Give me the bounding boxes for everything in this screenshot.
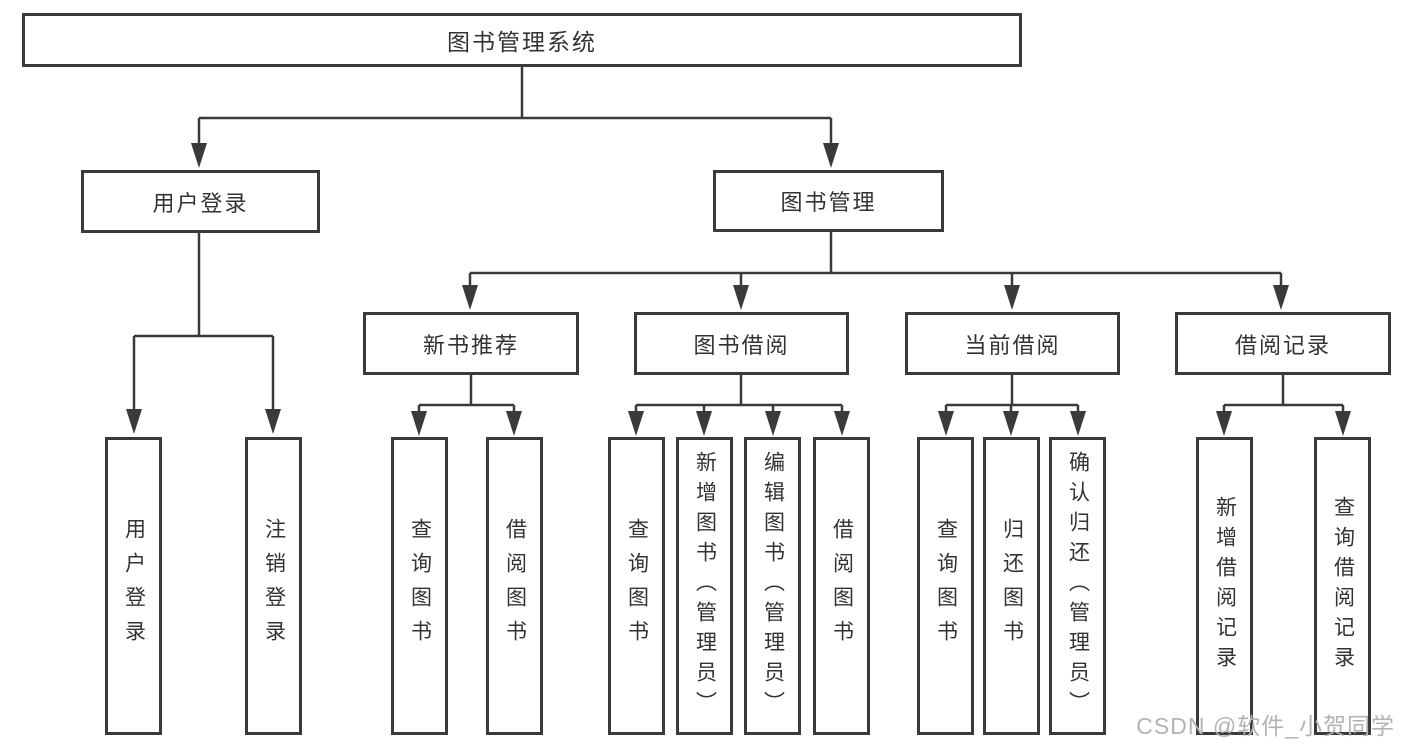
node-label: 归还图书	[1000, 518, 1024, 654]
node-label: 图书管理	[780, 190, 877, 215]
arrowhead	[126, 409, 142, 434]
arrowhead	[765, 411, 781, 436]
arrowhead	[1273, 285, 1289, 310]
arrowhead	[1070, 411, 1086, 436]
arrowhead	[1004, 285, 1020, 310]
node-label: 确认归还（管理员）	[1066, 451, 1090, 721]
node-label: 注销登录	[262, 518, 286, 654]
node-label: 查询借阅记录	[1331, 496, 1355, 676]
node-label: 编辑图书（管理员）	[761, 451, 785, 721]
node-label: 用户登录	[152, 190, 249, 216]
node-user-login: 用户登录	[81, 170, 320, 233]
arrowhead	[411, 411, 427, 436]
leaf-borrow-books-borrowing: 借阅图书	[813, 437, 870, 735]
node-label: 借阅记录	[1234, 332, 1331, 358]
node-label: 新书推荐	[422, 332, 519, 358]
node-label: 图书借阅	[693, 332, 790, 358]
arrowhead	[265, 409, 281, 434]
edge-book-management-to-level3	[462, 232, 1289, 310]
node-label: 借阅图书	[830, 518, 854, 654]
node-book-management: 图书管理	[713, 170, 944, 232]
arrowhead	[506, 411, 522, 436]
node-label: 新增图书（管理员）	[693, 451, 717, 721]
leaf-confirm-return-admin: 确认归还（管理员）	[1049, 437, 1106, 735]
node-label: 新增借阅记录	[1213, 496, 1237, 676]
leaf-query-borrow-record: 查询借阅记录	[1314, 437, 1371, 735]
node-new-book-recommend: 新书推荐	[363, 312, 579, 375]
arrowhead	[191, 143, 207, 168]
arrowhead	[823, 143, 839, 168]
leaf-add-books-admin: 新增图书（管理员）	[676, 437, 733, 735]
node-label: 查询图书	[408, 518, 432, 654]
node-library-management-system: 图书管理系统	[22, 13, 1022, 67]
leaf-edit-books-admin: 编辑图书（管理员）	[744, 437, 801, 735]
arrowhead	[628, 411, 644, 436]
edge-book-borrowing-to-leaves	[628, 374, 850, 436]
node-label: 借阅图书	[503, 518, 527, 654]
node-label: 查询图书	[625, 518, 649, 654]
node-label: 用户登录	[122, 518, 146, 654]
leaf-logout-action: 注销登录	[245, 437, 302, 735]
arrowhead	[938, 411, 954, 436]
arrowhead	[1003, 411, 1019, 436]
node-label: 图书管理系统	[447, 29, 597, 55]
node-book-borrowing: 图书借阅	[634, 312, 849, 375]
arrowhead	[696, 411, 712, 436]
node-current-borrowing: 当前借阅	[905, 312, 1120, 375]
leaf-query-books-borrowing: 查询图书	[608, 437, 665, 735]
arrowhead	[834, 411, 850, 436]
leaf-query-books-current: 查询图书	[917, 437, 974, 735]
arrowhead	[1335, 411, 1351, 436]
leaf-query-books-recommend: 查询图书	[391, 437, 448, 735]
leaf-return-books: 归还图书	[983, 437, 1040, 735]
leaf-add-borrow-record: 新增借阅记录	[1196, 437, 1253, 735]
node-label: 当前借阅	[964, 332, 1061, 358]
edge-user-login-to-leaves	[126, 233, 281, 434]
arrowhead	[1216, 411, 1232, 436]
watermark: CSDN @软件_小贺同学	[1136, 713, 1395, 739]
edge-borrowing-records-to-leaves	[1216, 374, 1351, 436]
node-borrowing-records: 借阅记录	[1175, 312, 1391, 375]
arrowhead	[462, 285, 478, 310]
arrowhead	[733, 285, 749, 310]
leaf-user-login-action: 用户登录	[105, 437, 162, 735]
edge-new-book-recommend-to-leaves	[411, 374, 522, 436]
node-label: 查询图书	[934, 518, 958, 654]
edge-root-to-level2	[191, 66, 839, 168]
leaf-borrow-books-recommend: 借阅图书	[486, 437, 543, 735]
edge-current-borrowing-to-leaves	[938, 374, 1086, 436]
